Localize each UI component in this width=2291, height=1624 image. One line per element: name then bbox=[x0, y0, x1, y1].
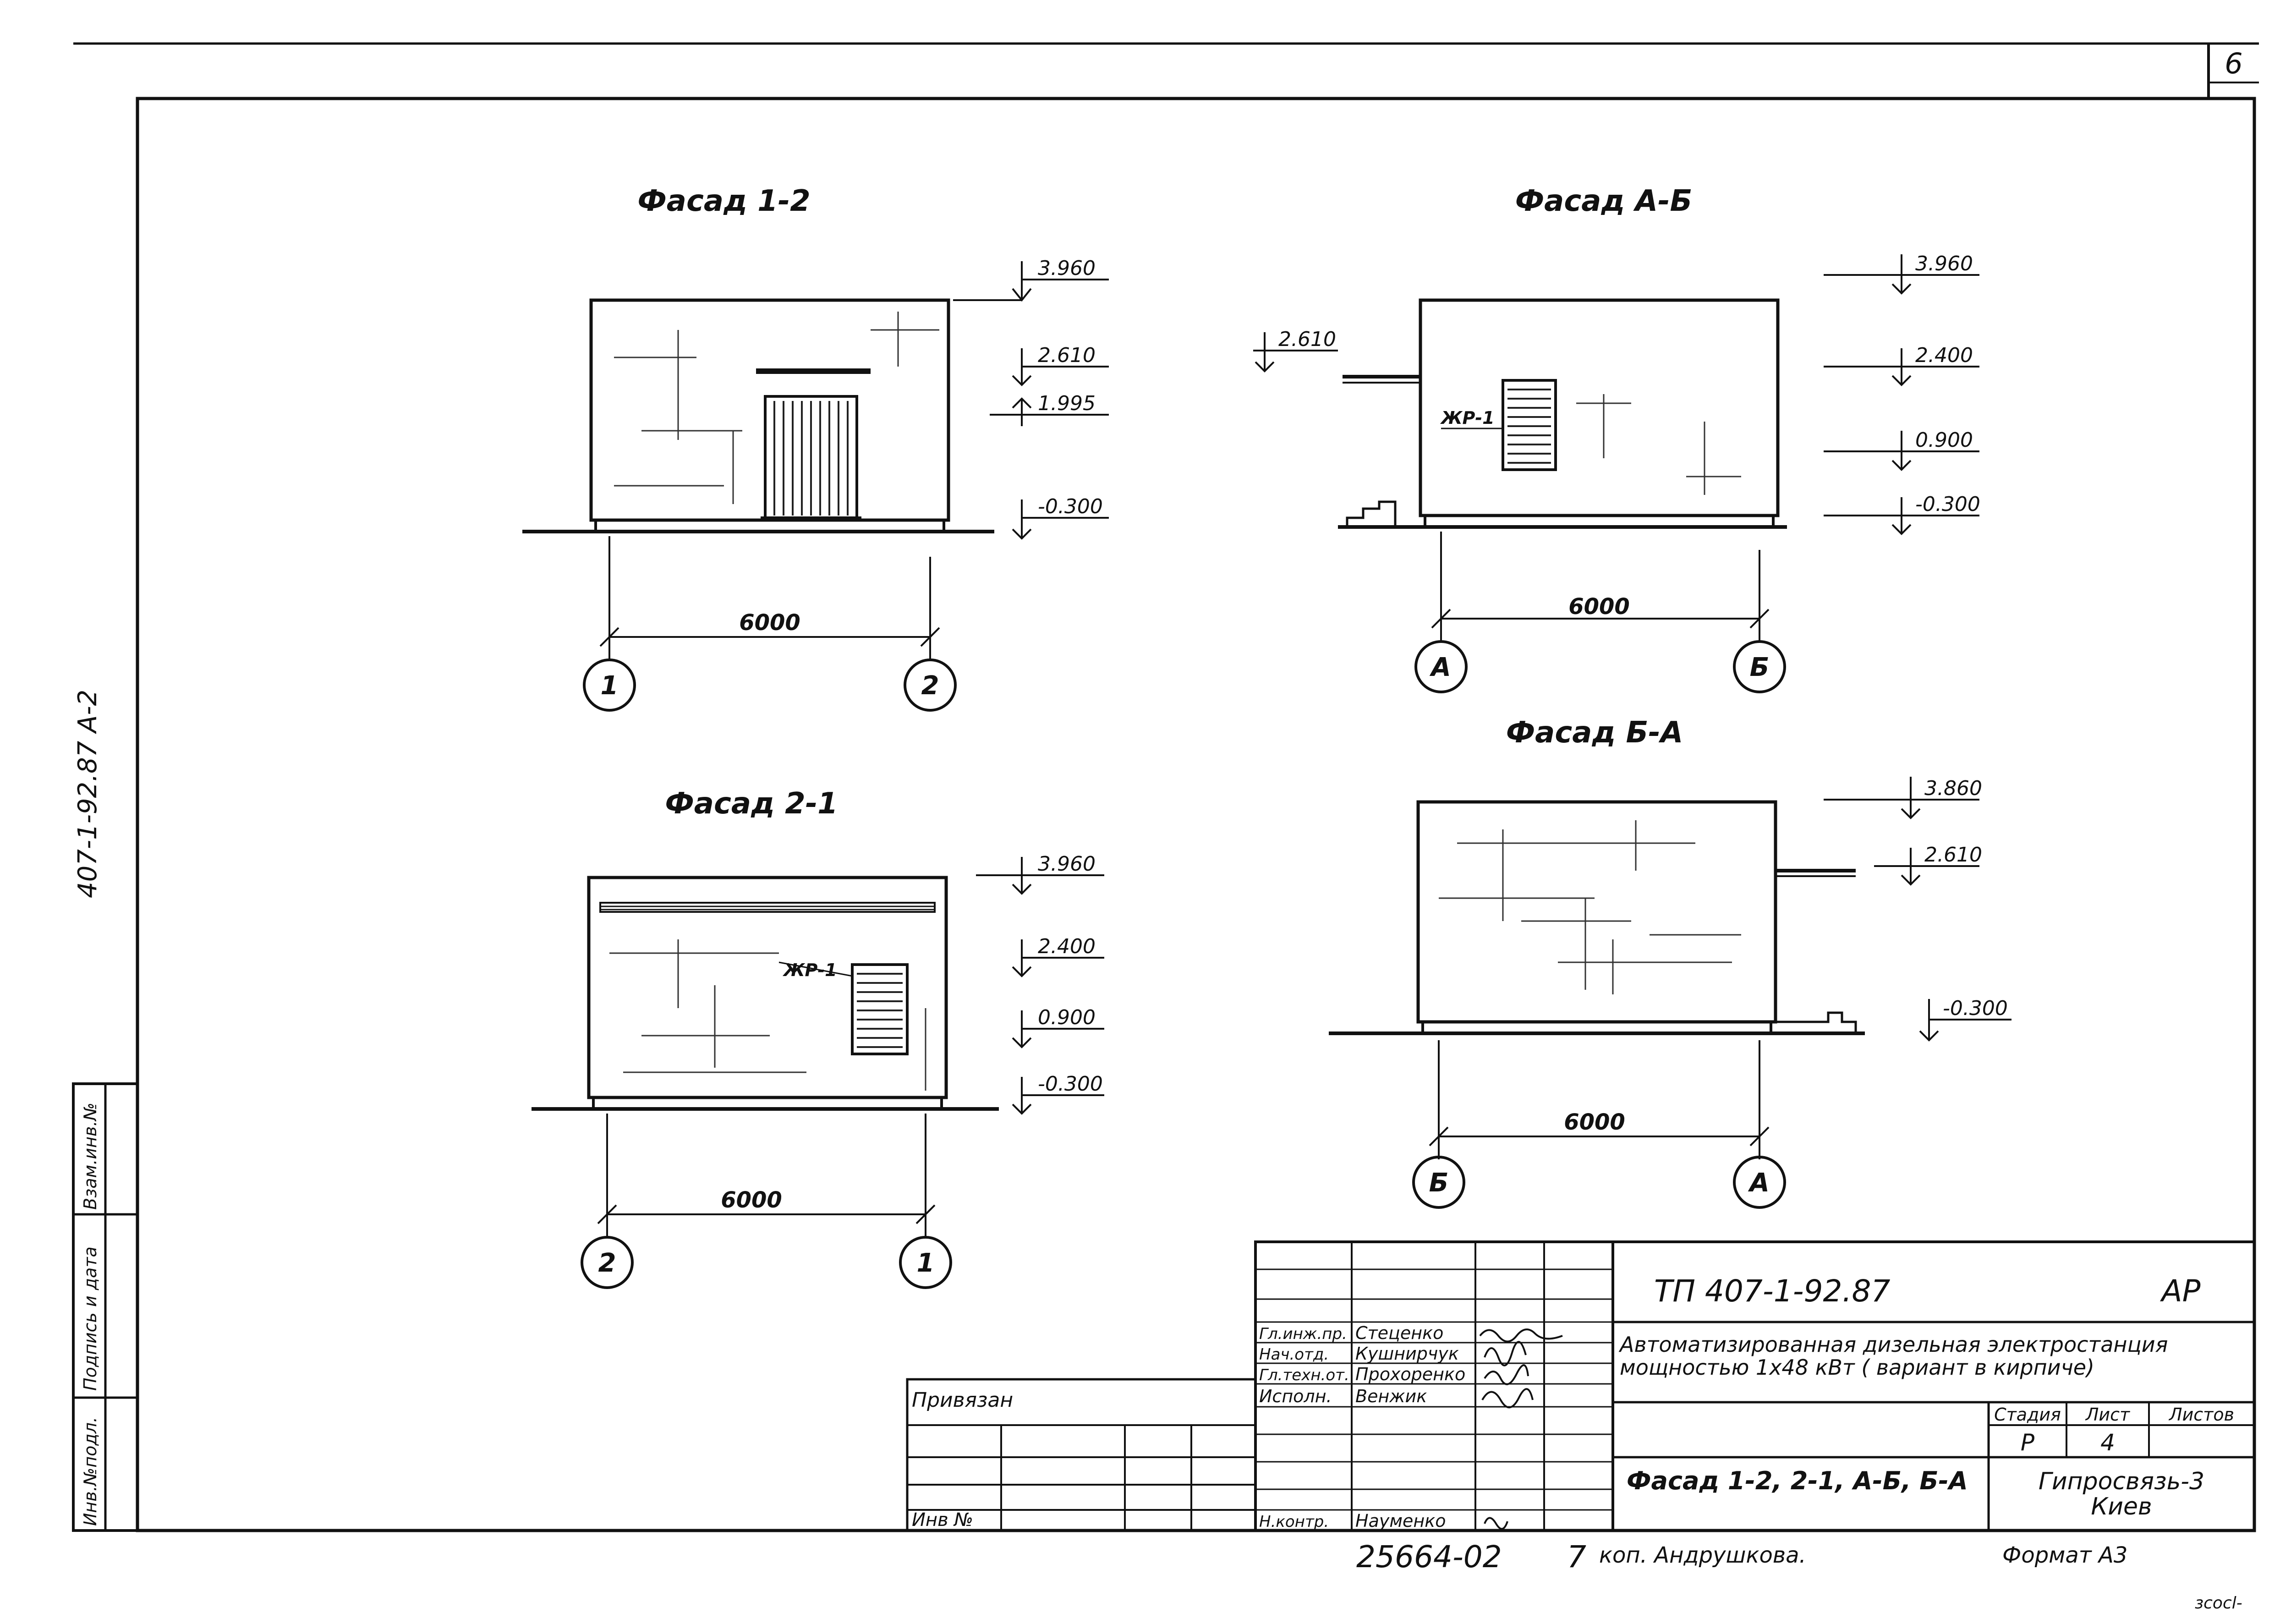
archive-number: 25664-02 bbox=[1356, 1539, 1502, 1575]
name-norm-control: Науменко bbox=[1355, 1511, 1446, 1531]
facade-a-b-level-left: 2.610 bbox=[1278, 328, 1336, 351]
role-norm-control: Н.контр. bbox=[1259, 1513, 1329, 1531]
corner-mark: зсосl- bbox=[2195, 1594, 2242, 1613]
description-line-1: Автоматизированная дизельная электростан… bbox=[1618, 1332, 2168, 1357]
sheet-label: Лист bbox=[2085, 1405, 2131, 1425]
role-dept-head: Нач.отд. bbox=[1259, 1345, 1329, 1364]
facade-2-1-title: Фасад 2-1 bbox=[665, 787, 838, 821]
facade-a-b-title: Фасад А-Б bbox=[1515, 184, 1693, 218]
facade-b-a-title: Фасад Б-А bbox=[1506, 716, 1683, 750]
facade-b-a-level-ground: -0.300 bbox=[1943, 997, 2008, 1020]
facade-a-b-level-top: 3.960 bbox=[1915, 252, 1973, 275]
facade-a-b-louver-label: ЖР-1 bbox=[1440, 408, 1495, 428]
role-executor: Исполн. bbox=[1259, 1386, 1332, 1406]
facade-1-2: Фасад 1-2 bbox=[522, 184, 1109, 712]
description-line-2: мощностью 1х48 кВт ( вариант в кирпиче) bbox=[1620, 1355, 2094, 1380]
facade-b-a-levels bbox=[1824, 777, 2011, 1042]
copied-by: коп. Андрушкова. bbox=[1599, 1542, 1806, 1568]
facade-1-2-dimension: 6000 bbox=[739, 610, 800, 636]
facade-a-b-axis-left: А bbox=[1429, 653, 1451, 682]
stamp-signature-date: Подпись и дата bbox=[80, 1246, 100, 1391]
door-hatching bbox=[773, 401, 849, 516]
drawing-name: Фасад 1-2, 2-1, А-Б, Б-А bbox=[1627, 1466, 1968, 1495]
name-tech-dept: Прохоренко bbox=[1355, 1364, 1465, 1384]
facade-2-1-levels bbox=[976, 857, 1104, 1115]
facade-1-2-level-2: 2.610 bbox=[1038, 344, 1096, 367]
title-block bbox=[906, 1240, 2256, 1532]
facade-b-a-axis-right: А bbox=[1748, 1168, 1769, 1198]
facade-1-2-level-3: 1.995 bbox=[1038, 392, 1096, 415]
facade-b-a-axis-left: Б bbox=[1429, 1168, 1449, 1198]
facade-2-1-louver-label: ЖР-1 bbox=[782, 960, 837, 980]
facade-1-2-title: Фасад 1-2 bbox=[637, 184, 810, 218]
stage-label: Стадия bbox=[1994, 1405, 2061, 1425]
facade-1-2-level-top: 3.960 bbox=[1038, 257, 1096, 280]
role-chief-engineer: Гл.инж.пр. bbox=[1259, 1325, 1347, 1343]
sheet-value: 4 bbox=[2100, 1429, 2115, 1456]
privyazan-label: Привязан bbox=[912, 1388, 1013, 1412]
facade-b-a: Фасад Б-А 3.860 2.610 -0.300 bbox=[1329, 716, 2011, 1209]
facade-a-b-level-3: 0.900 bbox=[1915, 428, 1973, 452]
facade-a-b-level-ground: -0.300 bbox=[1915, 493, 1980, 516]
facade-a-b: Фасад А-Б ЖР-1 bbox=[1253, 184, 1980, 693]
name-executor: Венжик bbox=[1355, 1386, 1427, 1406]
name-chief-engineer: Стеценко bbox=[1355, 1323, 1443, 1343]
facade-b-a-dimension: 6000 bbox=[1564, 1109, 1625, 1135]
paper-format: Формат А3 bbox=[2002, 1542, 2127, 1568]
facade-a-b-levels bbox=[1253, 254, 1979, 535]
organization-line-2: Киев bbox=[2091, 1493, 2152, 1520]
sheet-number: 6 bbox=[2225, 47, 2242, 80]
drawing-mark: АР bbox=[2160, 1273, 2201, 1309]
name-dept-head: Кушнирчук bbox=[1355, 1344, 1459, 1364]
facade-2-1: Фасад 2-1 ЖР-1 bbox=[532, 787, 1104, 1289]
side-code: 407-1-92.87 А-2 bbox=[73, 690, 103, 898]
left-stamp bbox=[72, 1082, 139, 1532]
facade-2-1-level-top: 3.960 bbox=[1038, 852, 1096, 876]
facade-1-2-axis-left: 1 bbox=[601, 671, 619, 701]
stamp-vzam-inv: Взам.инв.№ bbox=[80, 1103, 100, 1210]
organization-line-1: Гипросвязь-3 bbox=[2039, 1468, 2204, 1495]
facade-a-b-level-2: 2.400 bbox=[1915, 344, 1973, 367]
facade-2-1-level-2: 2.400 bbox=[1038, 935, 1096, 958]
facade-2-1-level-3: 0.900 bbox=[1038, 1006, 1096, 1029]
inv-no-label: Инв № bbox=[912, 1509, 973, 1531]
archive-digit: 7 bbox=[1567, 1539, 1586, 1575]
facade-1-2-levels bbox=[953, 261, 1109, 540]
stamp-inv-podl: Инв.№подл. bbox=[80, 1417, 100, 1526]
facade-2-1-axis-right: 1 bbox=[917, 1248, 935, 1278]
facade-2-1-axis-left: 2 bbox=[598, 1248, 616, 1278]
project-code: ТП 407-1-92.87 bbox=[1654, 1273, 1890, 1309]
facade-b-a-level-top: 3.860 bbox=[1924, 777, 1982, 800]
facade-2-1-dimension: 6000 bbox=[721, 1187, 782, 1213]
facade-1-2-axis-right: 2 bbox=[921, 671, 939, 701]
facade-2-1-level-ground: -0.300 bbox=[1038, 1072, 1103, 1096]
role-tech-dept: Гл.техн.от. bbox=[1259, 1366, 1349, 1384]
facade-a-b-dimension: 6000 bbox=[1568, 594, 1630, 620]
sheets-label: Листов bbox=[2168, 1405, 2234, 1425]
facade-b-a-level-2: 2.610 bbox=[1924, 843, 1982, 867]
signatures bbox=[1479, 1328, 1563, 1530]
stage-value: Р bbox=[2021, 1429, 2035, 1456]
facade-a-b-axis-right: Б bbox=[1750, 653, 1770, 682]
facade-1-2-level-ground: -0.300 bbox=[1038, 495, 1103, 518]
